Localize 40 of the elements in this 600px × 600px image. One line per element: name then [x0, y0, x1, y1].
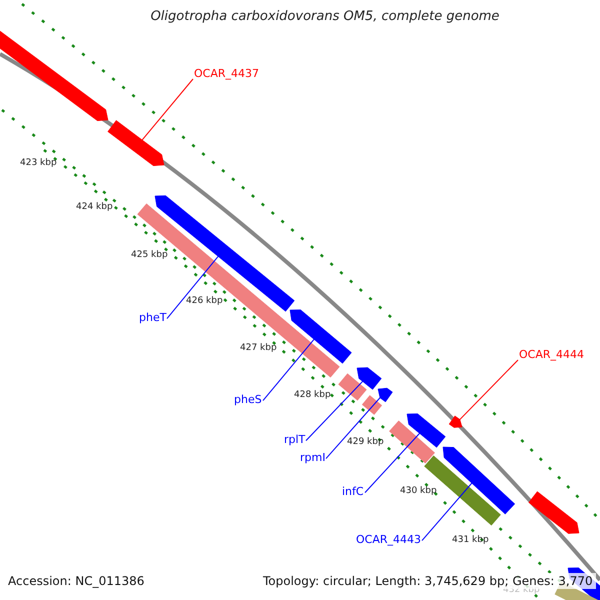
leader-line — [364, 432, 420, 494]
scale-label: 424 kbp — [76, 203, 113, 212]
leader-line — [166, 255, 220, 320]
scale-label: 425 kbp — [131, 251, 168, 260]
feature-bar — [338, 373, 367, 401]
scale-label: 427 kbp — [240, 344, 277, 353]
scale-label: 430 kbp — [400, 487, 437, 496]
leader-line — [326, 396, 381, 460]
leader-line — [262, 338, 315, 402]
gene-feature-block — [528, 491, 580, 534]
gene-name-label: OCAR_4443 — [356, 534, 422, 545]
gene-feature-block — [290, 310, 352, 364]
leader-line — [306, 380, 364, 442]
gene-feature-block — [406, 413, 446, 448]
scale-label: 429 kbp — [347, 438, 384, 447]
leader-line — [459, 360, 518, 420]
feature-bar — [389, 420, 435, 464]
gene-feature-block — [442, 446, 516, 514]
gene-name-label: infC — [342, 486, 364, 497]
gene-feature-block — [0, 30, 108, 122]
gene-name-label: OCAR_4437 — [194, 68, 260, 79]
scale-label: 428 kbp — [294, 391, 331, 400]
gene-feature-block — [448, 416, 462, 428]
scale-label: 426 kbp — [186, 297, 223, 306]
gene-name-label: rplT — [284, 434, 306, 445]
gene-feature-block — [108, 120, 164, 166]
leader-line — [141, 78, 194, 141]
gene-name-label: pheT — [139, 312, 166, 323]
accession-label: Accession: NC_011386 — [8, 575, 144, 587]
scale-label: 431 kbp — [452, 536, 489, 545]
gene-name-label: rpmI — [300, 452, 326, 463]
gene-name-label: pheS — [234, 394, 262, 405]
gene-name-label: OCAR_4444 — [519, 349, 584, 360]
gene-feature-block — [378, 388, 393, 402]
leader-line — [422, 482, 473, 542]
gene-feature-block — [356, 367, 382, 390]
scale-label: 432 kbp — [503, 586, 540, 595]
diagram-title: Oligotropha carboxidovorans OM5, complete genome — [150, 10, 500, 23]
feature-bar — [362, 395, 382, 415]
scale-label: 423 kbp — [20, 159, 57, 168]
